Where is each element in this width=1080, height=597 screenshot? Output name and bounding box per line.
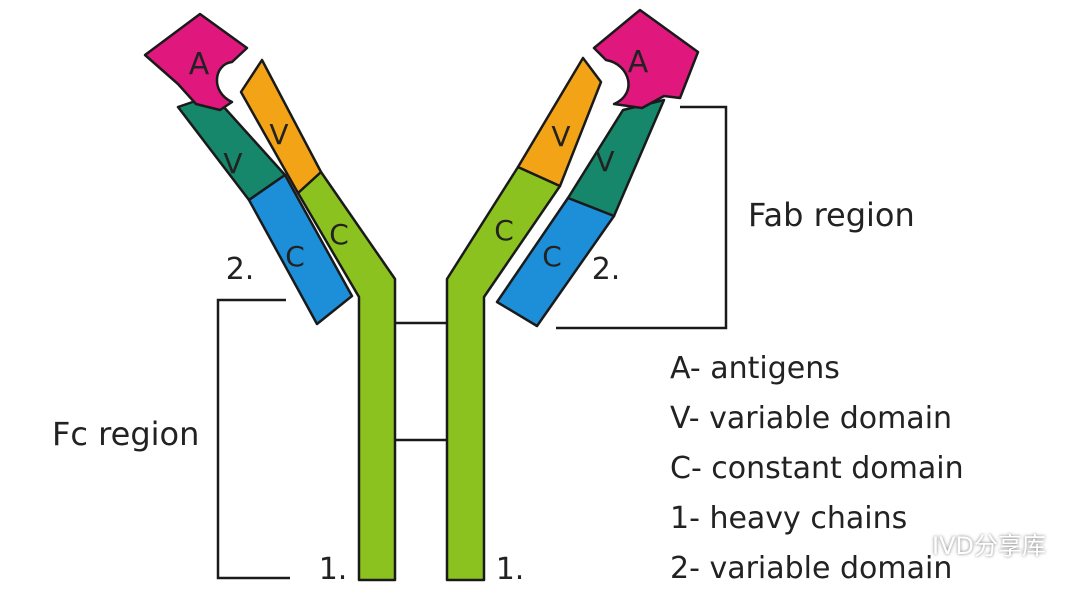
wechat-icon	[893, 530, 925, 555]
fc-region-label: Fc region	[52, 415, 199, 453]
right-arm: A V V C C 2. 1.	[445, 8, 700, 587]
watermark-text: IVD分享库	[932, 532, 1046, 560]
left-arm: A V V C C 2. 1.	[143, 12, 397, 587]
right-light-constant	[495, 196, 616, 328]
right-heavy-chain-number: 1.	[496, 552, 525, 587]
legend-item-constant-domain: C- constant domain	[670, 451, 964, 486]
watermark: IVD分享库	[892, 526, 1046, 561]
legend-item-light-variable-domain: 2- variable domain	[670, 551, 952, 586]
fab-bracket	[556, 105, 728, 330]
right-heavy-variable	[516, 56, 603, 188]
legend-item-variable-domain: V- variable domain	[670, 401, 952, 436]
left-heavy-variable	[239, 58, 323, 195]
fc-bracket	[216, 298, 290, 580]
right-light-constant-label: C	[542, 240, 562, 273]
left-heavy-variable-label: V	[269, 118, 288, 151]
legend-item-antigens: A- antigens	[670, 351, 840, 386]
left-light-constant	[247, 173, 354, 326]
left-light-variable-label: V	[223, 147, 242, 180]
fab-region-label: Fab region	[748, 196, 915, 234]
legend-item-heavy-chains: 1- heavy chains	[670, 501, 907, 536]
left-light-chain-number: 2.	[226, 252, 255, 287]
right-antigen-label: A	[628, 45, 649, 80]
right-antigen	[592, 8, 700, 110]
legend: A- antigens V- variable domain C- consta…	[670, 351, 964, 586]
right-heavy-constant-label: C	[494, 214, 514, 247]
right-light-chain-number: 2.	[592, 252, 621, 287]
left-heavy-chain-number: 1.	[319, 552, 348, 587]
left-antigen-label: A	[189, 47, 210, 82]
left-heavy-constant-label: C	[329, 218, 349, 251]
left-antigen	[143, 12, 249, 112]
right-heavy-variable-label: V	[551, 120, 570, 153]
left-light-constant-label: C	[285, 240, 305, 273]
right-light-variable-label: V	[595, 145, 614, 178]
